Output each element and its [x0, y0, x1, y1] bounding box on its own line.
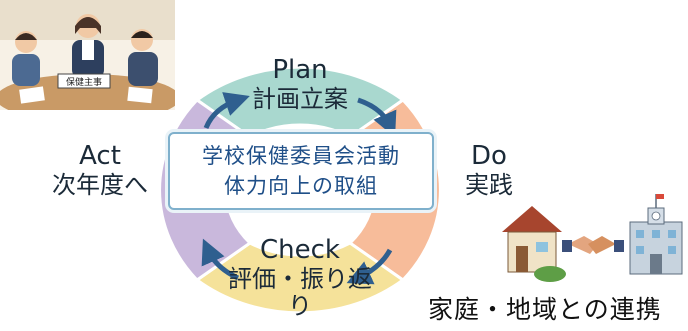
name-plate: 保健主事 — [66, 76, 102, 88]
check-subtitle: 評価・振り返り — [228, 264, 372, 321]
center-title-line2: 体力向上の取組 — [224, 174, 378, 198]
act-label: Act 次年度へ — [40, 141, 160, 199]
check-title: Check — [260, 235, 340, 265]
do-title: Do — [471, 141, 507, 171]
person-right — [128, 29, 158, 86]
arrow-check-to-act — [201, 238, 240, 281]
handshake-icon — [562, 236, 624, 254]
meeting-illustration: 保健主事 — [0, 0, 175, 110]
arrow-do-to-check — [346, 248, 393, 285]
house-icon — [502, 206, 566, 282]
plan-subtitle: 計画立案 — [252, 84, 348, 113]
plan-title: Plan — [272, 55, 328, 85]
act-subtitle: 次年度へ — [52, 170, 148, 199]
community-collaboration-label: 家庭・地域との連携 — [428, 295, 662, 324]
school-icon — [629, 194, 683, 275]
center-box: 学校保健委員会活動 体力向上の取組 — [168, 132, 434, 210]
do-label: Do 実践 — [454, 141, 524, 199]
community-illustration — [502, 194, 683, 282]
person-center — [72, 14, 104, 78]
act-title: Act — [79, 141, 121, 171]
do-subtitle: 実践 — [465, 170, 513, 199]
plan-label: Plan 計画立案 — [248, 55, 352, 113]
check-label: Check 評価・振り返り — [220, 235, 380, 321]
center-title-line1: 学校保健委員会活動 — [202, 144, 400, 168]
arrow-plan-to-do — [357, 97, 397, 138]
plan-segment — [194, 65, 406, 139]
arrow-act-to-plan — [203, 92, 250, 130]
check-segment — [194, 241, 406, 315]
person-left — [12, 31, 40, 86]
